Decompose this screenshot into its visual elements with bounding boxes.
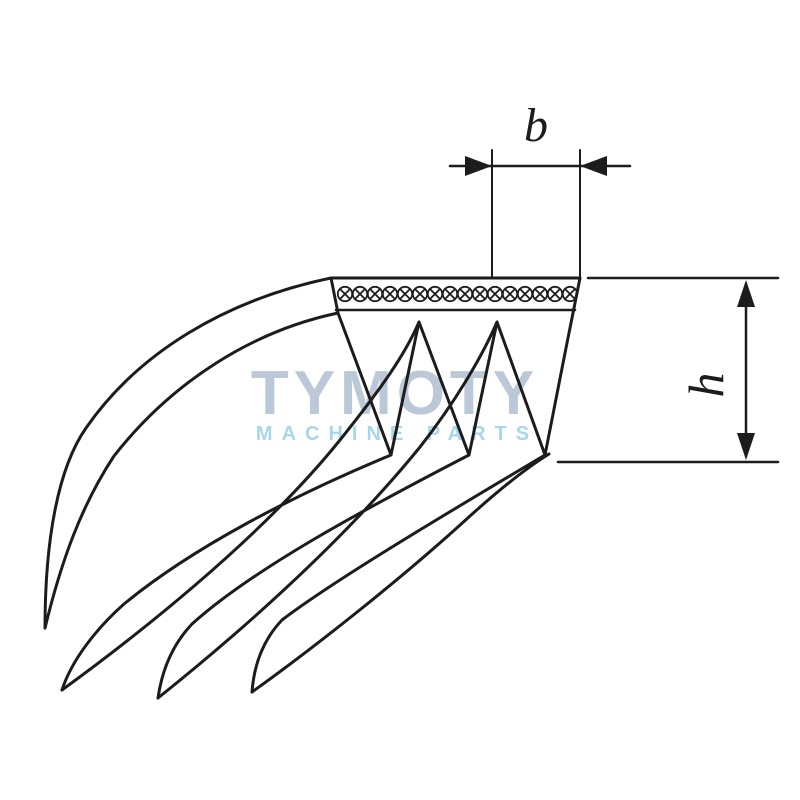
dimension-b-label: b bbox=[524, 99, 548, 152]
arrowhead-left-icon bbox=[580, 156, 607, 176]
cord-cross-icon bbox=[384, 288, 396, 300]
dimension-h-label: h bbox=[678, 373, 734, 398]
watermark-title: TYMOTY bbox=[251, 359, 539, 428]
cord-cross-icon bbox=[504, 288, 516, 300]
belt-rib3-upper-curve bbox=[250, 453, 547, 694]
cord-cross-icon bbox=[444, 288, 456, 300]
arrowhead-right-icon bbox=[465, 156, 492, 176]
belt-linework bbox=[43, 149, 780, 700]
cord-cross-icon bbox=[339, 288, 351, 300]
cord-cross-icon bbox=[474, 288, 486, 300]
belt-rib3-lower-curve bbox=[250, 452, 551, 694]
belt-rib2-upper-curve bbox=[156, 453, 471, 700]
dimension-b bbox=[448, 149, 632, 278]
cord-cross-icon bbox=[459, 288, 471, 300]
belt-face-outline bbox=[329, 276, 582, 457]
arrowhead-up-icon bbox=[737, 280, 755, 307]
arrowhead-down-icon bbox=[737, 433, 755, 460]
belt-face-fill bbox=[331, 278, 580, 455]
cord-cross-icon bbox=[534, 288, 546, 300]
cord-pattern bbox=[336, 285, 579, 303]
belt-top-inner-edge bbox=[43, 311, 340, 630]
watermark-subtitle: MACHINE PARTS bbox=[256, 423, 538, 445]
cord-cross-icon bbox=[489, 288, 501, 300]
cord-circle-icon bbox=[561, 285, 579, 303]
cord-cross-icon bbox=[519, 288, 531, 300]
cord-cross-icon bbox=[399, 288, 411, 300]
cord-cross-icon bbox=[354, 288, 366, 300]
belt-rib1-lower-curve bbox=[60, 320, 421, 692]
belt-rib2-lower-curve bbox=[156, 320, 499, 700]
cord-cross-icon bbox=[549, 288, 561, 300]
cord-cross-icon bbox=[429, 288, 441, 300]
dimension-h bbox=[556, 276, 780, 464]
cord-cross-icon bbox=[369, 288, 381, 300]
cord-cross-icon bbox=[414, 288, 426, 300]
belt-rib1-upper-curve bbox=[60, 453, 393, 692]
belt-top-outer-edge bbox=[43, 276, 333, 630]
cord-cross-icon bbox=[564, 288, 576, 300]
